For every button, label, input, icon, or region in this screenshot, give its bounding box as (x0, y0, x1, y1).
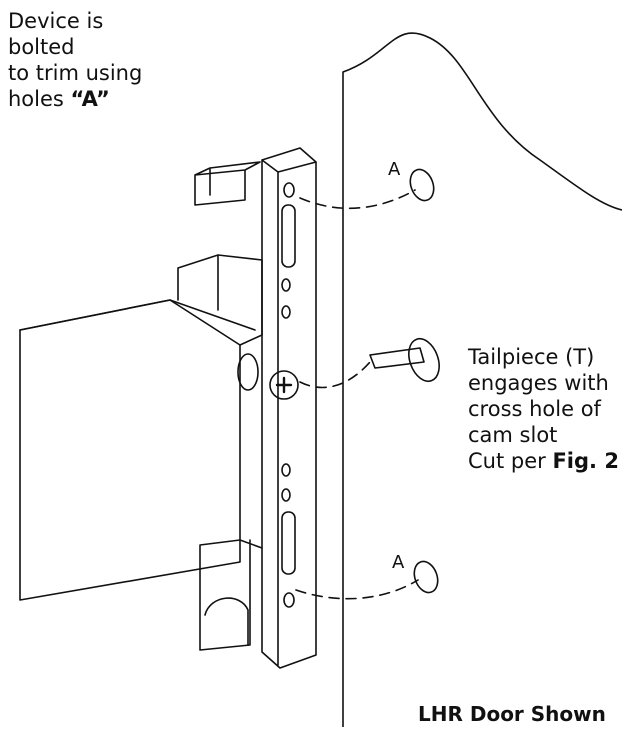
tailpiece-note-line-2: engages with (468, 371, 609, 395)
tailpiece-bar (369, 347, 425, 369)
hole-label-top: A (388, 159, 401, 180)
alignment-line-middle (299, 361, 371, 389)
tailpiece-note-line-5: Cut per Fig. 2 (468, 448, 622, 474)
plate-hole-small-3 (281, 463, 291, 477)
tailpiece-note-line-1: Tailpiece (T) (468, 345, 595, 369)
device-bolted-note: Device is bolted to trim using holes “A” (8, 8, 208, 112)
alignment-line-bottom (295, 579, 419, 600)
cam-cross-hole (269, 370, 299, 400)
mounting-plate (261, 147, 317, 669)
device-note-line-3: to trim using (8, 61, 143, 85)
lower-bracket-hook (204, 597, 249, 646)
door-outline (342, 32, 622, 728)
device-note-holes: “A” (70, 87, 110, 111)
device-note-line-2: bolted (8, 35, 75, 59)
cam-body (237, 353, 259, 391)
device-bar-top (19, 299, 256, 331)
door-caption: LHR Door Shown (418, 702, 606, 726)
tailpiece-note-prefix: Cut per (468, 449, 553, 473)
plate-hole-small-2 (281, 305, 291, 319)
tailpiece-note-fig: Fig. 2 (552, 449, 619, 473)
device-bar (19, 299, 241, 601)
door-hole-a-top (409, 168, 435, 202)
device-note-line-1: Device is (8, 9, 104, 33)
tailpiece-rose (408, 337, 440, 383)
plate-hole-bottom (283, 592, 295, 608)
tailpiece-note: Tailpiece (T) engages with cross hole of… (468, 344, 622, 474)
device-note-prefix: holes (8, 87, 71, 111)
tailpiece-note-line-3: cross hole of (468, 397, 601, 421)
plate-hole-small-1 (281, 278, 291, 292)
plate-hole-top (283, 182, 295, 198)
lower-bracket (199, 539, 263, 651)
cam-cross (275, 376, 293, 394)
plate-slot-upper (281, 204, 296, 268)
plate-slot-lower (281, 511, 296, 575)
door-hole-a-bottom (413, 560, 439, 594)
upper-bracket (194, 161, 261, 206)
hole-label-bottom: A (392, 552, 405, 573)
plate-hole-small-4 (281, 488, 291, 502)
tailpiece-note-line-4: cam slot (468, 423, 558, 447)
alignment-line-top (299, 189, 416, 210)
device-note-line-4: holes “A” (8, 86, 208, 112)
